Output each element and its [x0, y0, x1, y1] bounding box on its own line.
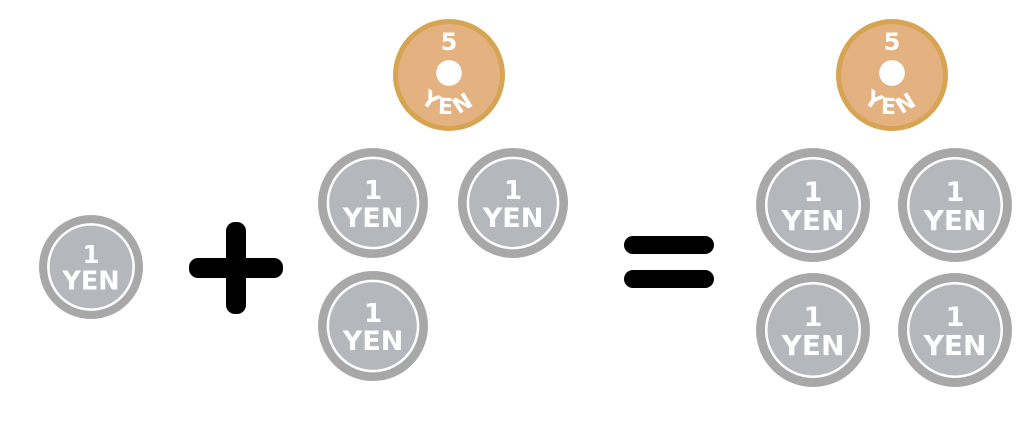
coin-face [907, 282, 1003, 378]
plus-sign [189, 222, 283, 314]
coin-hole [436, 60, 462, 86]
coin-value: 5 [441, 28, 458, 56]
equals-sign [624, 236, 714, 288]
coin-face [47, 223, 135, 311]
coin-face [326, 279, 420, 373]
coin-face [326, 156, 420, 250]
coin-unit: YEN [781, 204, 845, 237]
coin-value: 1 [364, 299, 382, 329]
coin-unit: YEN [923, 204, 987, 237]
coin-value: 1 [804, 177, 823, 208]
coin-value: 1 [804, 302, 823, 333]
coin-face [907, 157, 1003, 253]
coin-value: 1 [946, 302, 965, 333]
coin-unit: YEN [61, 267, 119, 297]
coin-face [466, 156, 560, 250]
coin-unit: YEN [342, 203, 404, 234]
coin-value: 1 [82, 240, 99, 269]
coin-value: 1 [504, 176, 522, 206]
coin-unit: YEN [781, 329, 845, 362]
coin-hole [879, 60, 905, 86]
coin-face [765, 157, 861, 253]
coin-face [765, 282, 861, 378]
coin-unit: YEN [482, 203, 544, 234]
coin-value: 1 [946, 177, 965, 208]
coin-value: 1 [364, 176, 382, 206]
coin-unit: YEN [342, 326, 404, 357]
coin-value: 5 [884, 28, 901, 56]
coin-unit: YEN [923, 329, 987, 362]
